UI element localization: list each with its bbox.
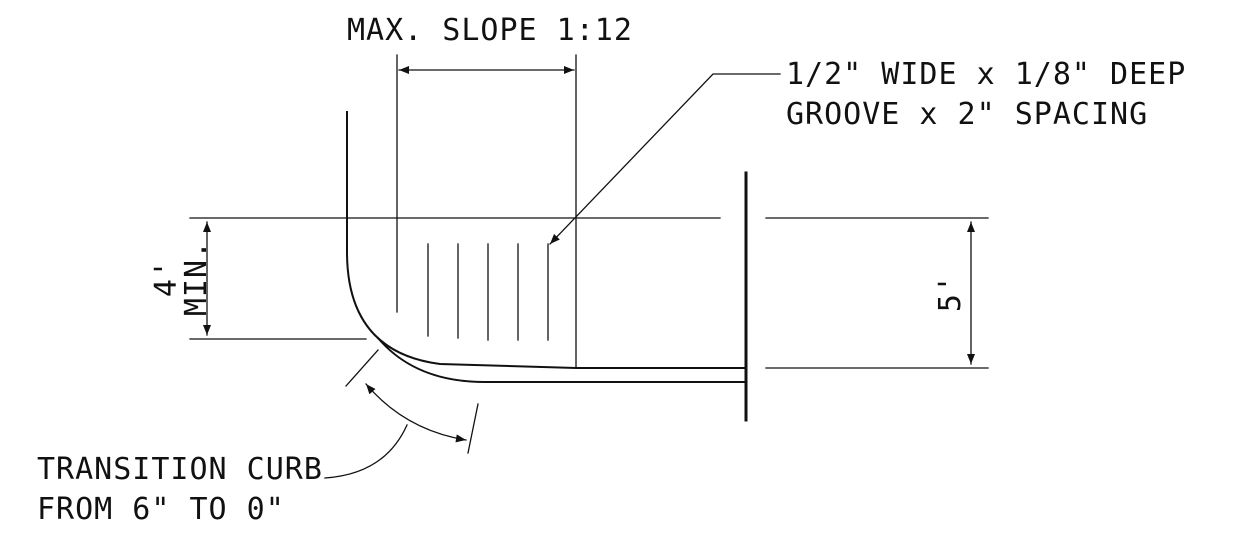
dimension-5ft-label: 5' <box>933 274 968 312</box>
dimension-5ft-value: 5' <box>933 274 968 312</box>
transition-curb-label-line2: FROM 6" TO 0" <box>37 492 285 527</box>
dimension-4ft-value: 4' <box>149 259 184 297</box>
groove-leader-line <box>549 73 781 245</box>
transition-extension-left <box>345 349 379 387</box>
dimension-4ft-label: 4' MIN. <box>149 240 214 316</box>
transition-dimension-arc <box>365 383 467 443</box>
transition-leader-line <box>324 424 408 479</box>
curb-line <box>346 111 747 369</box>
transition-curb-label-line1: TRANSITION CURB <box>37 452 323 487</box>
transition-extension-right <box>467 403 479 454</box>
dimension-4ft-note: MIN. <box>179 240 214 316</box>
groove-label-line1: 1/2" WIDE x 1/8" DEEP <box>786 57 1186 92</box>
max-slope-label: MAX. SLOPE 1:12 <box>347 13 633 48</box>
groove-label-line2: GROOVE x 2" SPACING <box>786 97 1148 132</box>
curb-back-line <box>376 336 747 383</box>
groove-lines <box>427 243 549 341</box>
